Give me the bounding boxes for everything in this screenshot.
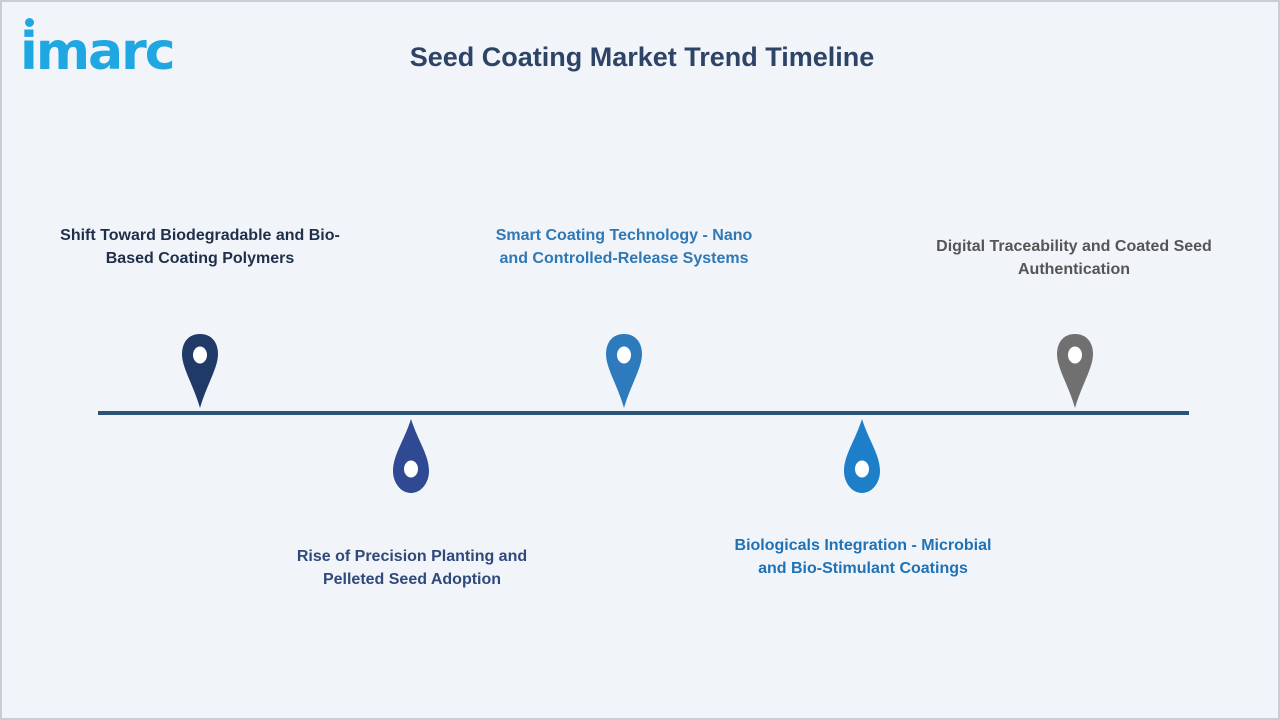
timeline-line [98, 411, 1189, 415]
milestone-5-label: Digital Traceability and Coated Seed Aut… [936, 238, 1212, 278]
milestone-1-label: Shift Toward Biodegradable and Bio-Based… [60, 227, 340, 267]
logo-text: imarc [20, 22, 176, 82]
map-pin-icon [606, 334, 642, 408]
milestone-3-marker [604, 332, 644, 410]
milestone-5-marker [1055, 332, 1095, 410]
map-pin-icon [182, 334, 218, 408]
milestone-2-label: Rise of Precision Planting and Pelleted … [296, 548, 528, 588]
droplet-icon [844, 419, 880, 493]
milestone-2-marker [391, 417, 431, 495]
map-pin-icon [1057, 334, 1093, 408]
milestone-1-marker [180, 332, 220, 410]
milestone-4-label: Biologicals Integration - Microbial and … [734, 537, 992, 577]
logo-dot [25, 18, 34, 27]
droplet-icon [393, 419, 429, 493]
milestone-3-label: Smart Coating Technology - Nano and Cont… [495, 227, 753, 267]
page-title: Seed Coating Market Trend Timeline [409, 42, 875, 72]
milestone-4-marker [842, 417, 882, 495]
imarc-logo: imarc [20, 12, 176, 82]
